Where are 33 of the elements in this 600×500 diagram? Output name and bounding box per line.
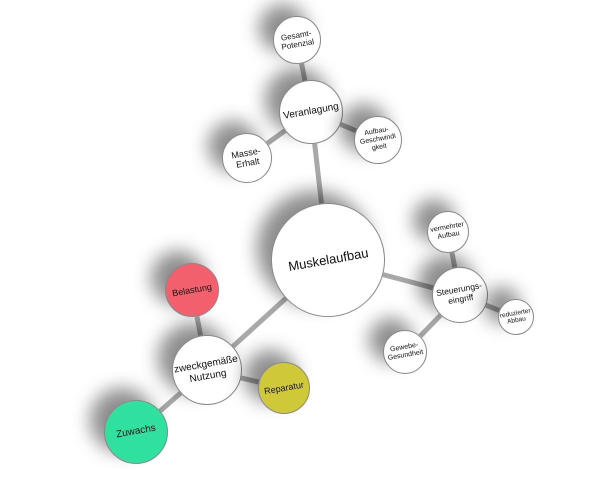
- topic-circle: [279, 80, 343, 144]
- connector-line: [449, 252, 458, 268]
- node-label: Veranlagung: [282, 101, 340, 123]
- topic-circle: [222, 133, 272, 183]
- topic-circle: [172, 335, 242, 405]
- connector-line: [299, 63, 308, 82]
- connector-line: [485, 302, 500, 313]
- topic-circle: [165, 263, 219, 317]
- topic-circle: [258, 362, 310, 414]
- node-label: Reparatur: [263, 379, 305, 397]
- topic-circle: [354, 116, 402, 164]
- node-label: Steuerungs-eingriff: [434, 281, 484, 308]
- node-label: Zuwachs: [115, 422, 157, 442]
- topic-circle: [383, 330, 427, 374]
- topic-circle: [273, 16, 321, 64]
- node-label: Masse-Erhalt: [230, 144, 262, 172]
- node-label: Muskelaufbau: [286, 246, 370, 274]
- topic-circle: [432, 267, 488, 323]
- connector-line: [194, 316, 203, 336]
- connector-line: [382, 272, 434, 290]
- topic-circle: [427, 211, 469, 253]
- topic-circle: [104, 400, 168, 464]
- connector-line: [418, 313, 442, 338]
- connector-line: [266, 128, 286, 146]
- node-label: Gesamt-Potenzial: [279, 27, 316, 53]
- connector-line: [158, 391, 182, 413]
- connector-line: [231, 296, 288, 348]
- connector-line: [340, 122, 357, 134]
- topic-circle: [498, 299, 534, 335]
- node-label: zweckgemäße Nutzung: [172, 352, 240, 386]
- node-label: Belastung: [171, 281, 213, 299]
- connector-line: [240, 376, 260, 385]
- connector-line: [312, 144, 324, 204]
